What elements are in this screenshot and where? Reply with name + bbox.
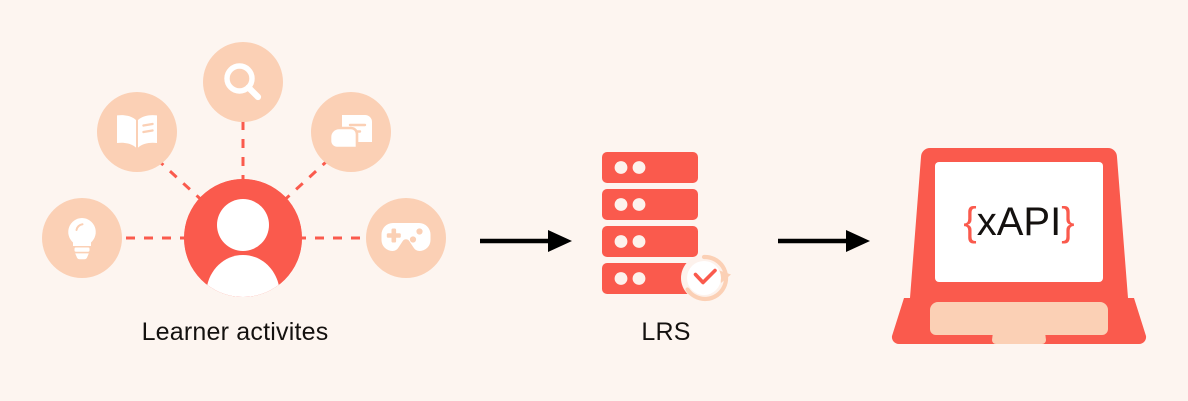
- xapi-client-node[interactable]: {xAPI}: [888, 140, 1150, 355]
- arrow-right-icon: [776, 230, 872, 261]
- arrow-right-icon: [478, 230, 574, 261]
- learner-avatar-node[interactable]: [184, 179, 302, 297]
- activity-node-chat[interactable]: [311, 92, 391, 172]
- learner-activities-label: Learner activites: [141, 318, 329, 346]
- learner-activities-cluster: Learner activites: [0, 0, 470, 401]
- laptop-icon: [888, 148, 1150, 359]
- open-book-icon: [114, 112, 160, 152]
- flow-arrow-2: [776, 225, 872, 262]
- magnifying-glass-icon: [221, 60, 265, 104]
- xapi-screen-text: {xAPI}: [888, 200, 1150, 245]
- flow-arrow-1: [478, 225, 574, 262]
- person-avatar-icon: [184, 179, 302, 297]
- lrs-label: LRS: [641, 318, 691, 346]
- server-stack-node[interactable]: [596, 150, 746, 305]
- brace-close: }: [1061, 200, 1075, 244]
- brace-open: {: [963, 200, 977, 244]
- game-controller-icon: [380, 220, 432, 256]
- clock-refresh-icon: [678, 250, 734, 311]
- server-stack-icon: [596, 152, 746, 309]
- chat-bubbles-icon: [327, 110, 375, 154]
- activity-node-game[interactable]: [366, 198, 446, 278]
- activity-node-search[interactable]: [203, 42, 283, 122]
- activity-node-idea[interactable]: [42, 198, 122, 278]
- activity-node-book[interactable]: [97, 92, 177, 172]
- xapi-label: xAPI: [976, 200, 1062, 244]
- lightbulb-icon: [63, 215, 101, 261]
